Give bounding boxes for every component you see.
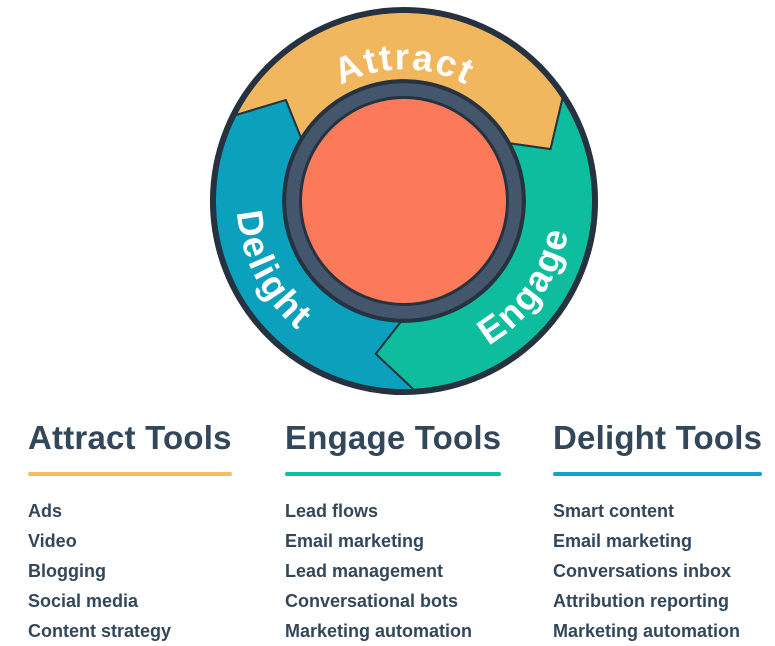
engage-tools-list: Lead flows Email marketing Lead manageme… bbox=[285, 496, 501, 646]
engage-tools-title: Engage Tools bbox=[285, 419, 502, 456]
delight-tools-title: Delight Tools bbox=[553, 419, 763, 456]
list-item: Ads bbox=[28, 501, 63, 521]
delight-accent-rule bbox=[553, 472, 763, 476]
delight-tools-list: Smart content Email marketing Conversati… bbox=[553, 496, 762, 646]
list-item: Lead flows bbox=[285, 501, 379, 521]
delight-tools-header: Delight Tools bbox=[553, 418, 763, 476]
list-item: Attribution reporting bbox=[553, 591, 729, 611]
attract-accent-rule bbox=[28, 472, 232, 476]
list-item: Social media bbox=[28, 591, 139, 611]
list-item: Marketing automation bbox=[553, 621, 741, 641]
engage-accent-rule bbox=[285, 472, 502, 476]
attract-tools-header: Attract Tools bbox=[28, 418, 232, 476]
list-item: Conversations inbox bbox=[553, 561, 732, 581]
list-item: Smart content bbox=[553, 501, 675, 521]
hub-circle bbox=[302, 99, 506, 303]
list-item: Email marketing bbox=[285, 531, 425, 551]
engage-tools-header: Engage Tools bbox=[285, 418, 502, 476]
attract-tools-title: Attract Tools bbox=[28, 419, 232, 456]
list-item: Email marketing bbox=[553, 531, 693, 551]
hub-ring bbox=[286, 83, 522, 319]
list-item: Marketing automation bbox=[285, 621, 473, 641]
list-item: Content strategy bbox=[28, 621, 172, 641]
list-item: Lead management bbox=[285, 561, 444, 581]
flywheel-diagram: Attract Engage Delight bbox=[209, 6, 599, 396]
wheel-outer-border bbox=[209, 6, 599, 396]
list-item: Conversational bots bbox=[285, 591, 459, 611]
list-item: Blogging bbox=[28, 561, 106, 581]
attract-tools-column: Attract Tools Ads Video Blogging Social … bbox=[28, 418, 232, 646]
list-item: Video bbox=[28, 531, 77, 551]
engage-tools-column: Engage Tools Lead flows Email marketing … bbox=[285, 418, 502, 646]
delight-tools-column: Delight Tools Smart content Email market… bbox=[553, 418, 763, 646]
attract-tools-list: Ads Video Blogging Social media Content … bbox=[28, 496, 232, 646]
